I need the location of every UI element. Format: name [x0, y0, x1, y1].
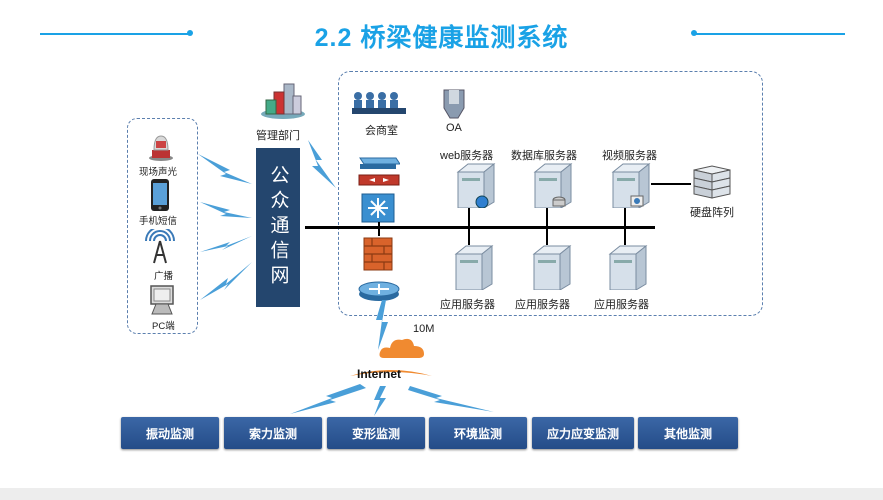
stress-strain-monitoring-button[interactable]: 应力应变监测 — [532, 417, 634, 449]
storage-link — [651, 183, 691, 185]
oa-icon — [443, 89, 465, 119]
broadcast-antenna-icon — [145, 229, 175, 264]
other-monitoring-button[interactable]: 其他监测 — [638, 417, 738, 449]
cloud-icon — [379, 338, 424, 358]
internet-swoosh — [350, 370, 432, 376]
lightning-icon — [198, 154, 252, 184]
title-left-dot — [187, 30, 193, 36]
lightning-icon — [200, 202, 252, 218]
app-server-label-2: 应用服务器 — [515, 299, 570, 311]
firewall-icon — [363, 237, 393, 271]
database-server-label: 数据库服务器 — [511, 150, 577, 162]
lightning-icon — [308, 140, 336, 188]
app-server-icon — [454, 244, 494, 290]
data-center-group — [338, 71, 763, 316]
app-server-label-1: 应用服务器 — [440, 299, 495, 311]
router-icon — [358, 281, 400, 301]
meeting-room-label: 会商室 — [365, 125, 398, 137]
cable-force-monitoring-button[interactable]: 索力监测 — [224, 417, 322, 449]
title-right-line — [695, 33, 845, 35]
web-server-link — [468, 208, 470, 226]
vibration-monitoring-button[interactable]: 振动监测 — [121, 417, 219, 449]
wireless-links — [198, 140, 336, 300]
meeting-room-icon — [352, 92, 406, 114]
pc-icon — [150, 285, 174, 315]
video-server-icon — [611, 162, 651, 208]
mobile-phone-label: 手机短信 — [139, 216, 178, 227]
database-server-link — [546, 208, 548, 226]
title-right-dot — [691, 30, 697, 36]
public-network-bar: 公众通信网 — [256, 148, 300, 307]
web-server-label: web服务器 — [440, 150, 494, 162]
uplink-lightning — [376, 300, 388, 350]
disk-array-label: 硬盘阵列 — [690, 207, 734, 219]
title-left-line — [40, 33, 190, 35]
switch-icon — [359, 157, 400, 169]
video-server-link — [624, 208, 626, 226]
app-server-label-3: 应用服务器 — [594, 299, 649, 311]
disk-array-icon — [693, 165, 731, 199]
mobile-phone-icon — [151, 179, 169, 211]
deformation-monitoring-button[interactable]: 变形监测 — [327, 417, 425, 449]
pc-label: PC端 — [152, 321, 175, 332]
app-server-link-2 — [546, 229, 548, 245]
app-server-icon — [532, 244, 572, 290]
firewall-router-icon — [358, 174, 400, 186]
web-server-icon — [456, 162, 496, 208]
environment-monitoring-button[interactable]: 环境监测 — [429, 417, 527, 449]
network-backbone — [305, 226, 655, 229]
page-title: 2.2 桥梁健康监测系统 — [314, 24, 569, 52]
app-server-icon — [608, 244, 648, 290]
management-label: 管理部门 — [256, 130, 300, 142]
footer-band — [0, 488, 883, 500]
lightning-icon — [200, 262, 252, 300]
alarm-light-icon — [149, 135, 173, 161]
app-server-link-3 — [624, 229, 626, 245]
bandwidth-label: 10M — [413, 323, 435, 335]
internet-label: Internet — [357, 367, 402, 381]
lightning-icon — [408, 386, 494, 412]
alarm-light-label: 现场声光 — [139, 167, 178, 178]
broadcast-label: 广播 — [154, 271, 174, 282]
lightning-icon — [290, 384, 366, 414]
database-server-icon — [533, 162, 573, 208]
core-switch-icon — [361, 193, 395, 223]
bus-connector — [378, 222, 380, 236]
lightning-icon — [374, 386, 386, 416]
video-server-label: 视频服务器 — [602, 150, 657, 162]
building-icon — [261, 83, 305, 119]
oa-label: OA — [446, 122, 462, 134]
monitoring-links — [290, 384, 494, 416]
notification-devices-group — [127, 118, 198, 334]
app-server-link-1 — [468, 229, 470, 245]
lightning-icon — [200, 236, 252, 252]
